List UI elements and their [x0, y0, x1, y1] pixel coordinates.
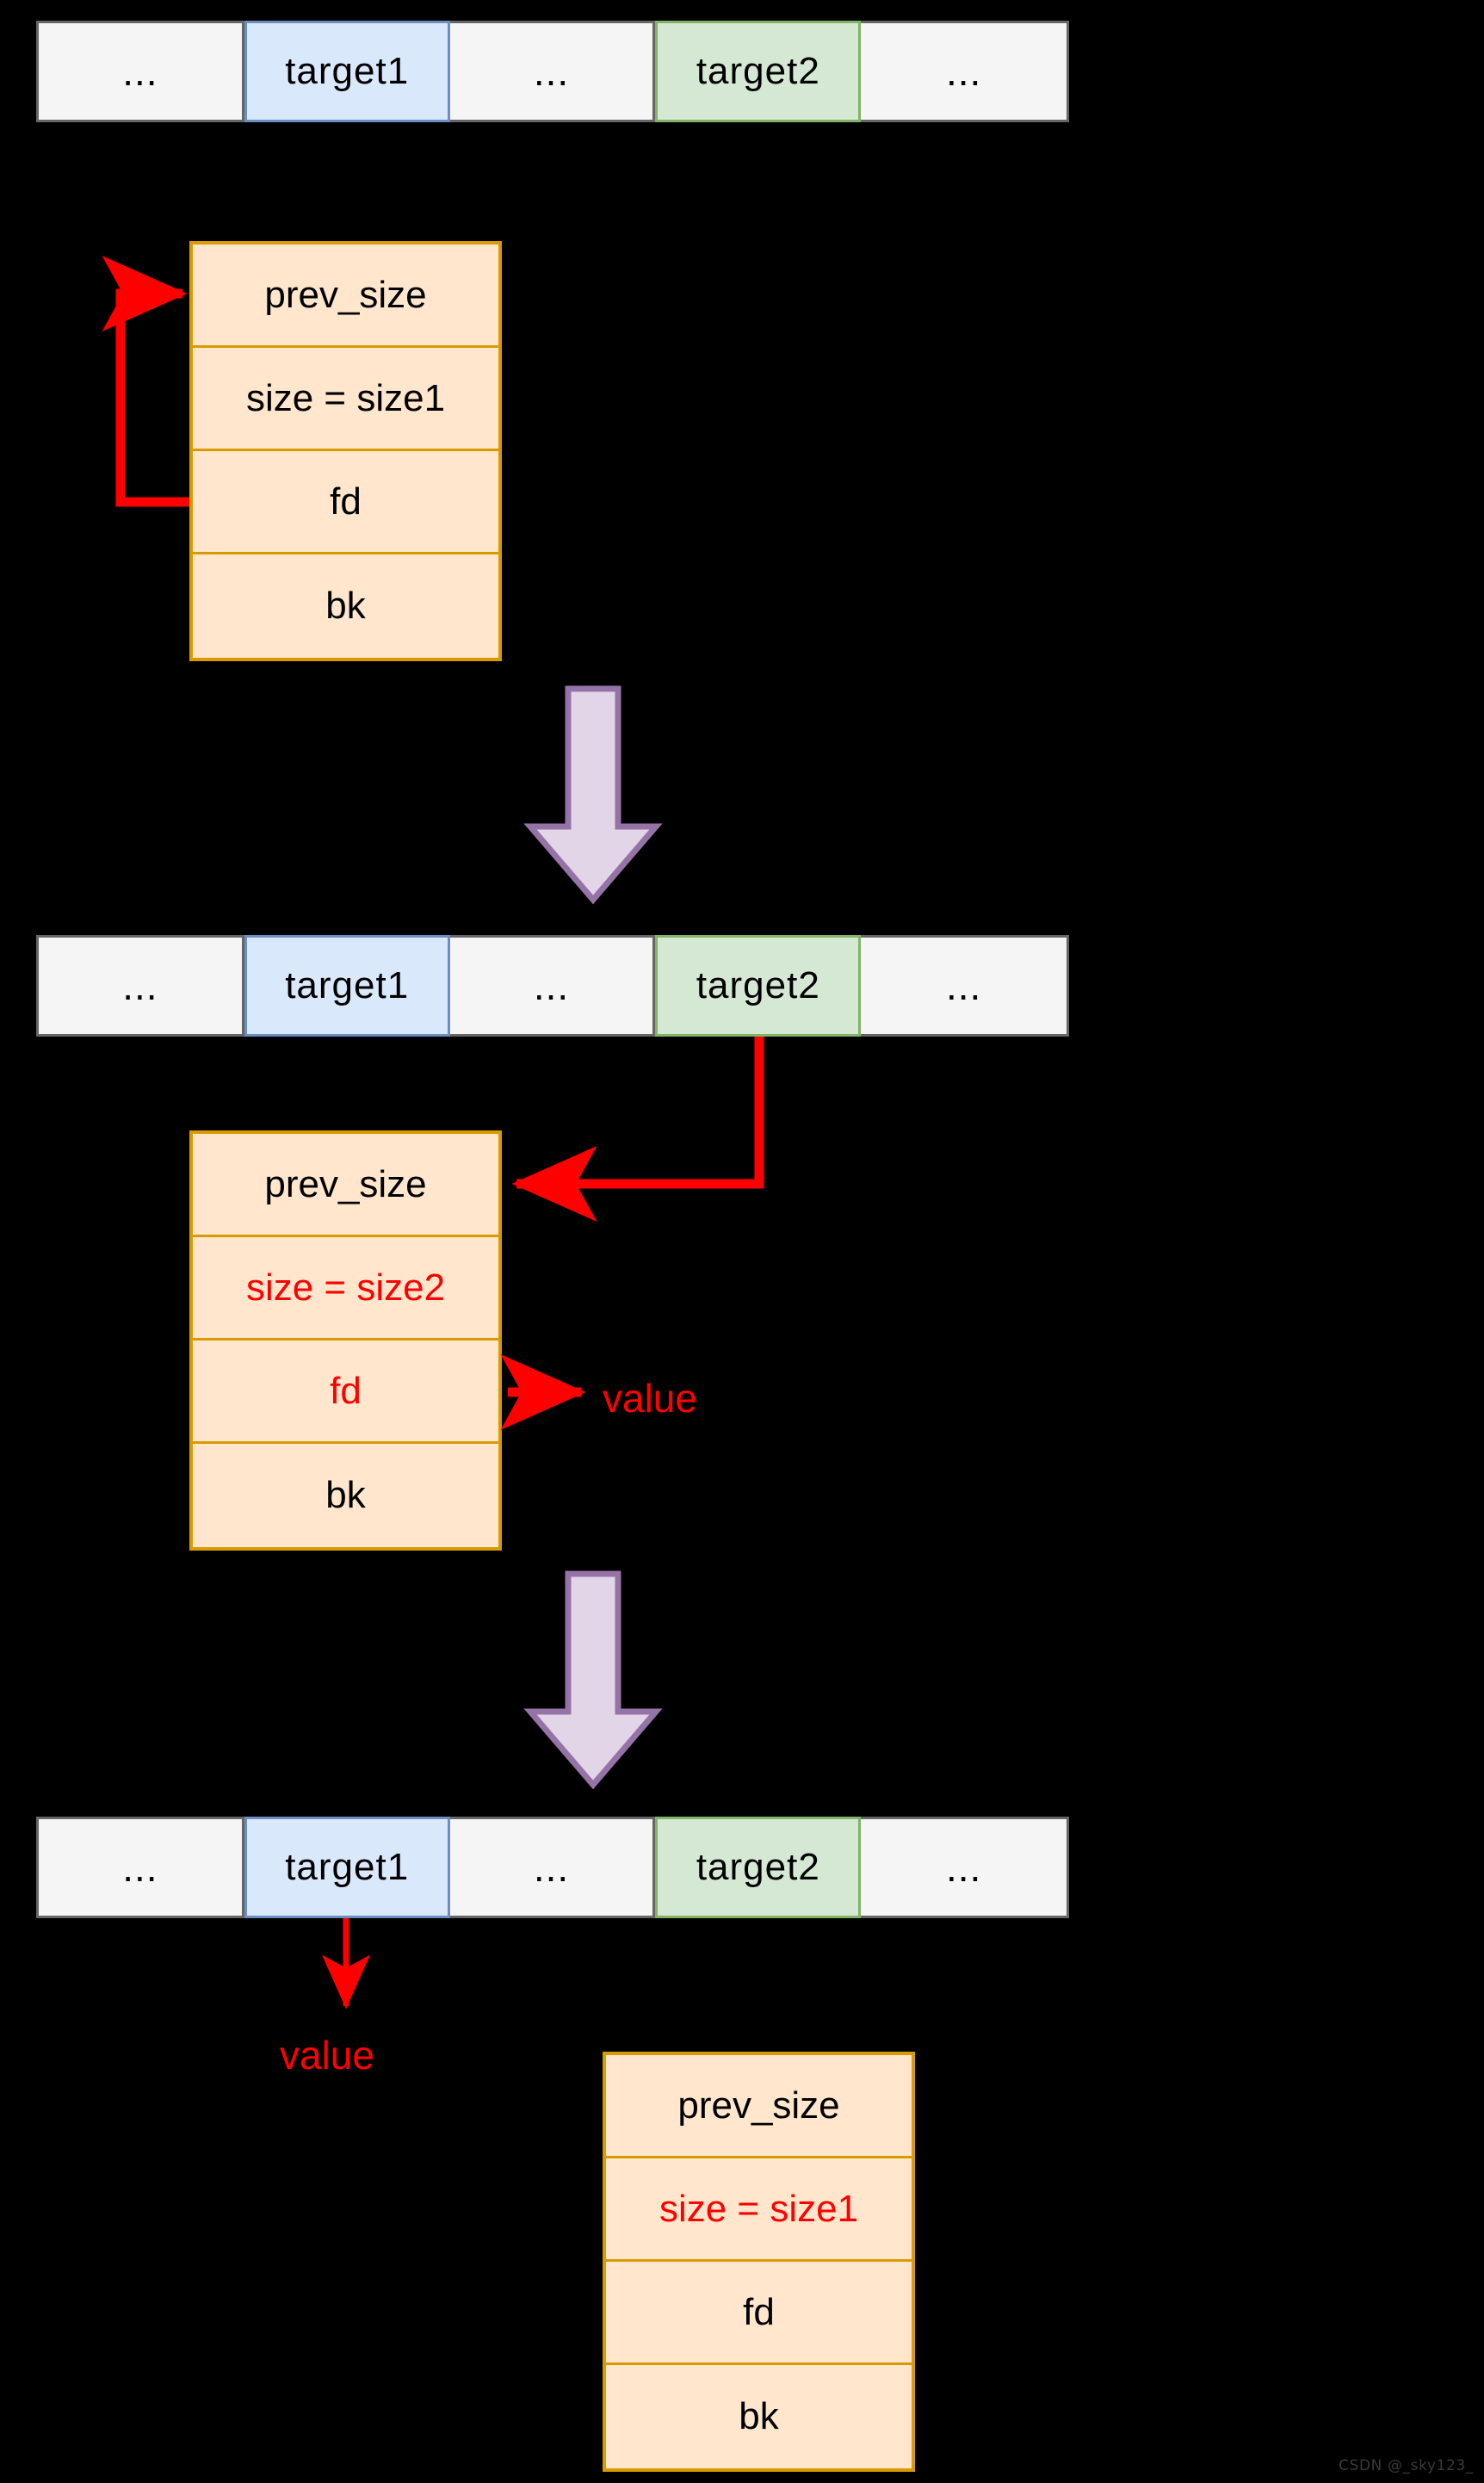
value-label-stage-2: value: [603, 1376, 697, 1421]
chunk-field-fd: fd: [193, 1341, 498, 1444]
memory-cell-target1: target1: [244, 935, 450, 1037]
memory-cell-ellipsis: ...: [861, 23, 1067, 120]
memory-cell-target2: target2: [655, 1817, 862, 1918]
chunk-field-size: size = size2: [193, 1237, 498, 1341]
memory-row-stage-3: ... target1 ... target2 ...: [36, 1817, 1069, 1918]
value-label-stage-3: value: [280, 2033, 374, 2077]
chunk-field-size: size = size1: [606, 2158, 912, 2262]
watermark-text: CSDN @_sky123_: [1339, 2457, 1474, 2474]
chunk-field-size: size = size1: [193, 348, 498, 451]
chunk-field-bk: bk: [193, 554, 498, 658]
memory-cell-ellipsis: ...: [449, 938, 656, 1034]
memory-cell-target2: target2: [655, 21, 862, 122]
chunk-field-bk: bk: [193, 1444, 498, 1547]
chunk-box-stage-2: prev_size size = size2 fd bk: [189, 1130, 502, 1551]
memory-cell-ellipsis: ...: [39, 23, 244, 120]
down-block-arrow-2: [523, 1570, 663, 1790]
chunk-field-fd: fd: [193, 451, 498, 554]
memory-cell-ellipsis: ...: [39, 1819, 244, 1916]
chunk-field-bk: bk: [606, 2365, 912, 2468]
memory-cell-target1: target1: [244, 1817, 450, 1918]
memory-row-stage-1: ... target1 ... target2 ...: [36, 21, 1069, 122]
chunk-field-fd: fd: [606, 2262, 912, 2365]
memory-cell-ellipsis: ...: [861, 1819, 1067, 1916]
chunk-field-prev-size: prev_size: [193, 1134, 498, 1237]
memory-cell-target2: target2: [655, 935, 862, 1037]
chunk-box-stage-1: prev_size size = size1 fd bk: [189, 241, 502, 661]
pointer-arrow-target2-to-chunk: [511, 1037, 764, 1222]
memory-row-stage-2: ... target1 ... target2 ...: [36, 935, 1069, 1037]
memory-cell-ellipsis: ...: [449, 23, 656, 120]
chunk-field-prev-size: prev_size: [193, 245, 498, 348]
memory-cell-ellipsis: ...: [449, 1819, 656, 1916]
down-block-arrow-1: [523, 685, 663, 905]
memory-cell-target1: target1: [244, 21, 450, 122]
memory-cell-ellipsis: ...: [861, 938, 1067, 1034]
chunk-field-prev-size: prev_size: [606, 2055, 912, 2158]
loop-arrow-fd-to-prev-size: [102, 256, 189, 507]
memory-cell-ellipsis: ...: [39, 938, 244, 1034]
chunk-box-stage-3: prev_size size = size1 fd bk: [603, 2052, 915, 2472]
